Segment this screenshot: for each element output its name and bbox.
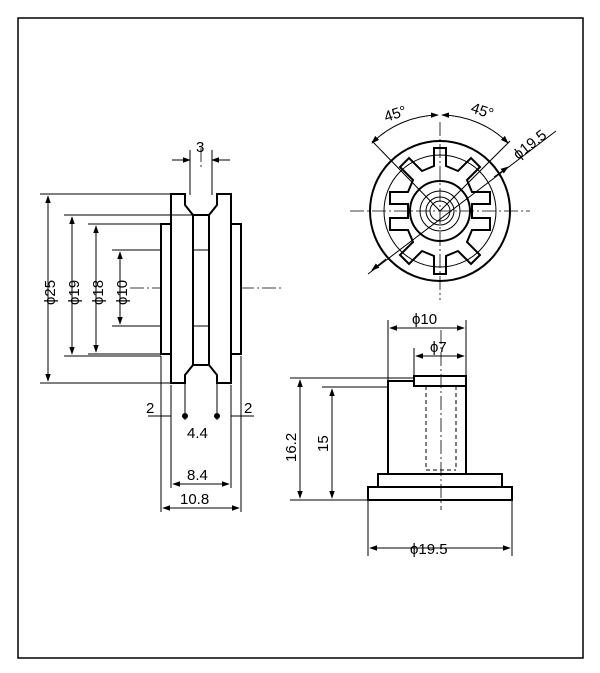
dim-angle-right: 45° bbox=[469, 100, 496, 123]
dim-top-width: 3 bbox=[196, 139, 204, 156]
dim-dia-25: ϕ25 bbox=[42, 280, 59, 305]
front-view: 45° 45° ϕ19.5 bbox=[350, 100, 557, 300]
side-view: 3 ϕ25 ϕ19 ϕ18 ϕ10 2 2 4 bbox=[40, 139, 282, 512]
dim-overall-width: 10.8 bbox=[180, 491, 209, 508]
drawing-border bbox=[17, 17, 584, 659]
dim-overall-height: 16.2 bbox=[283, 433, 300, 462]
dim-dia-10: ϕ10 bbox=[114, 280, 131, 305]
dim-bore-dia: ϕ7 bbox=[430, 339, 447, 356]
dim-dia-19: ϕ19 bbox=[66, 280, 83, 305]
dim-outer-dia: ϕ19.5 bbox=[510, 127, 550, 164]
dim-hub-height: 15 bbox=[315, 435, 332, 452]
dim-dia-18: ϕ18 bbox=[90, 280, 107, 305]
dim-hub-dia: ϕ10 bbox=[412, 311, 437, 328]
dim-angle-left: 45° bbox=[382, 103, 409, 126]
dim-right-flange: 2 bbox=[244, 400, 252, 417]
bottom-view: ϕ10 ϕ7 16.2 15 ϕ19.5 bbox=[283, 311, 513, 558]
dim-base-dia: ϕ19.5 bbox=[410, 541, 448, 558]
dim-left-flange: 2 bbox=[146, 400, 154, 417]
dim-inner-width: 8.4 bbox=[187, 467, 208, 484]
dim-groove-width: 4.4 bbox=[187, 425, 208, 442]
